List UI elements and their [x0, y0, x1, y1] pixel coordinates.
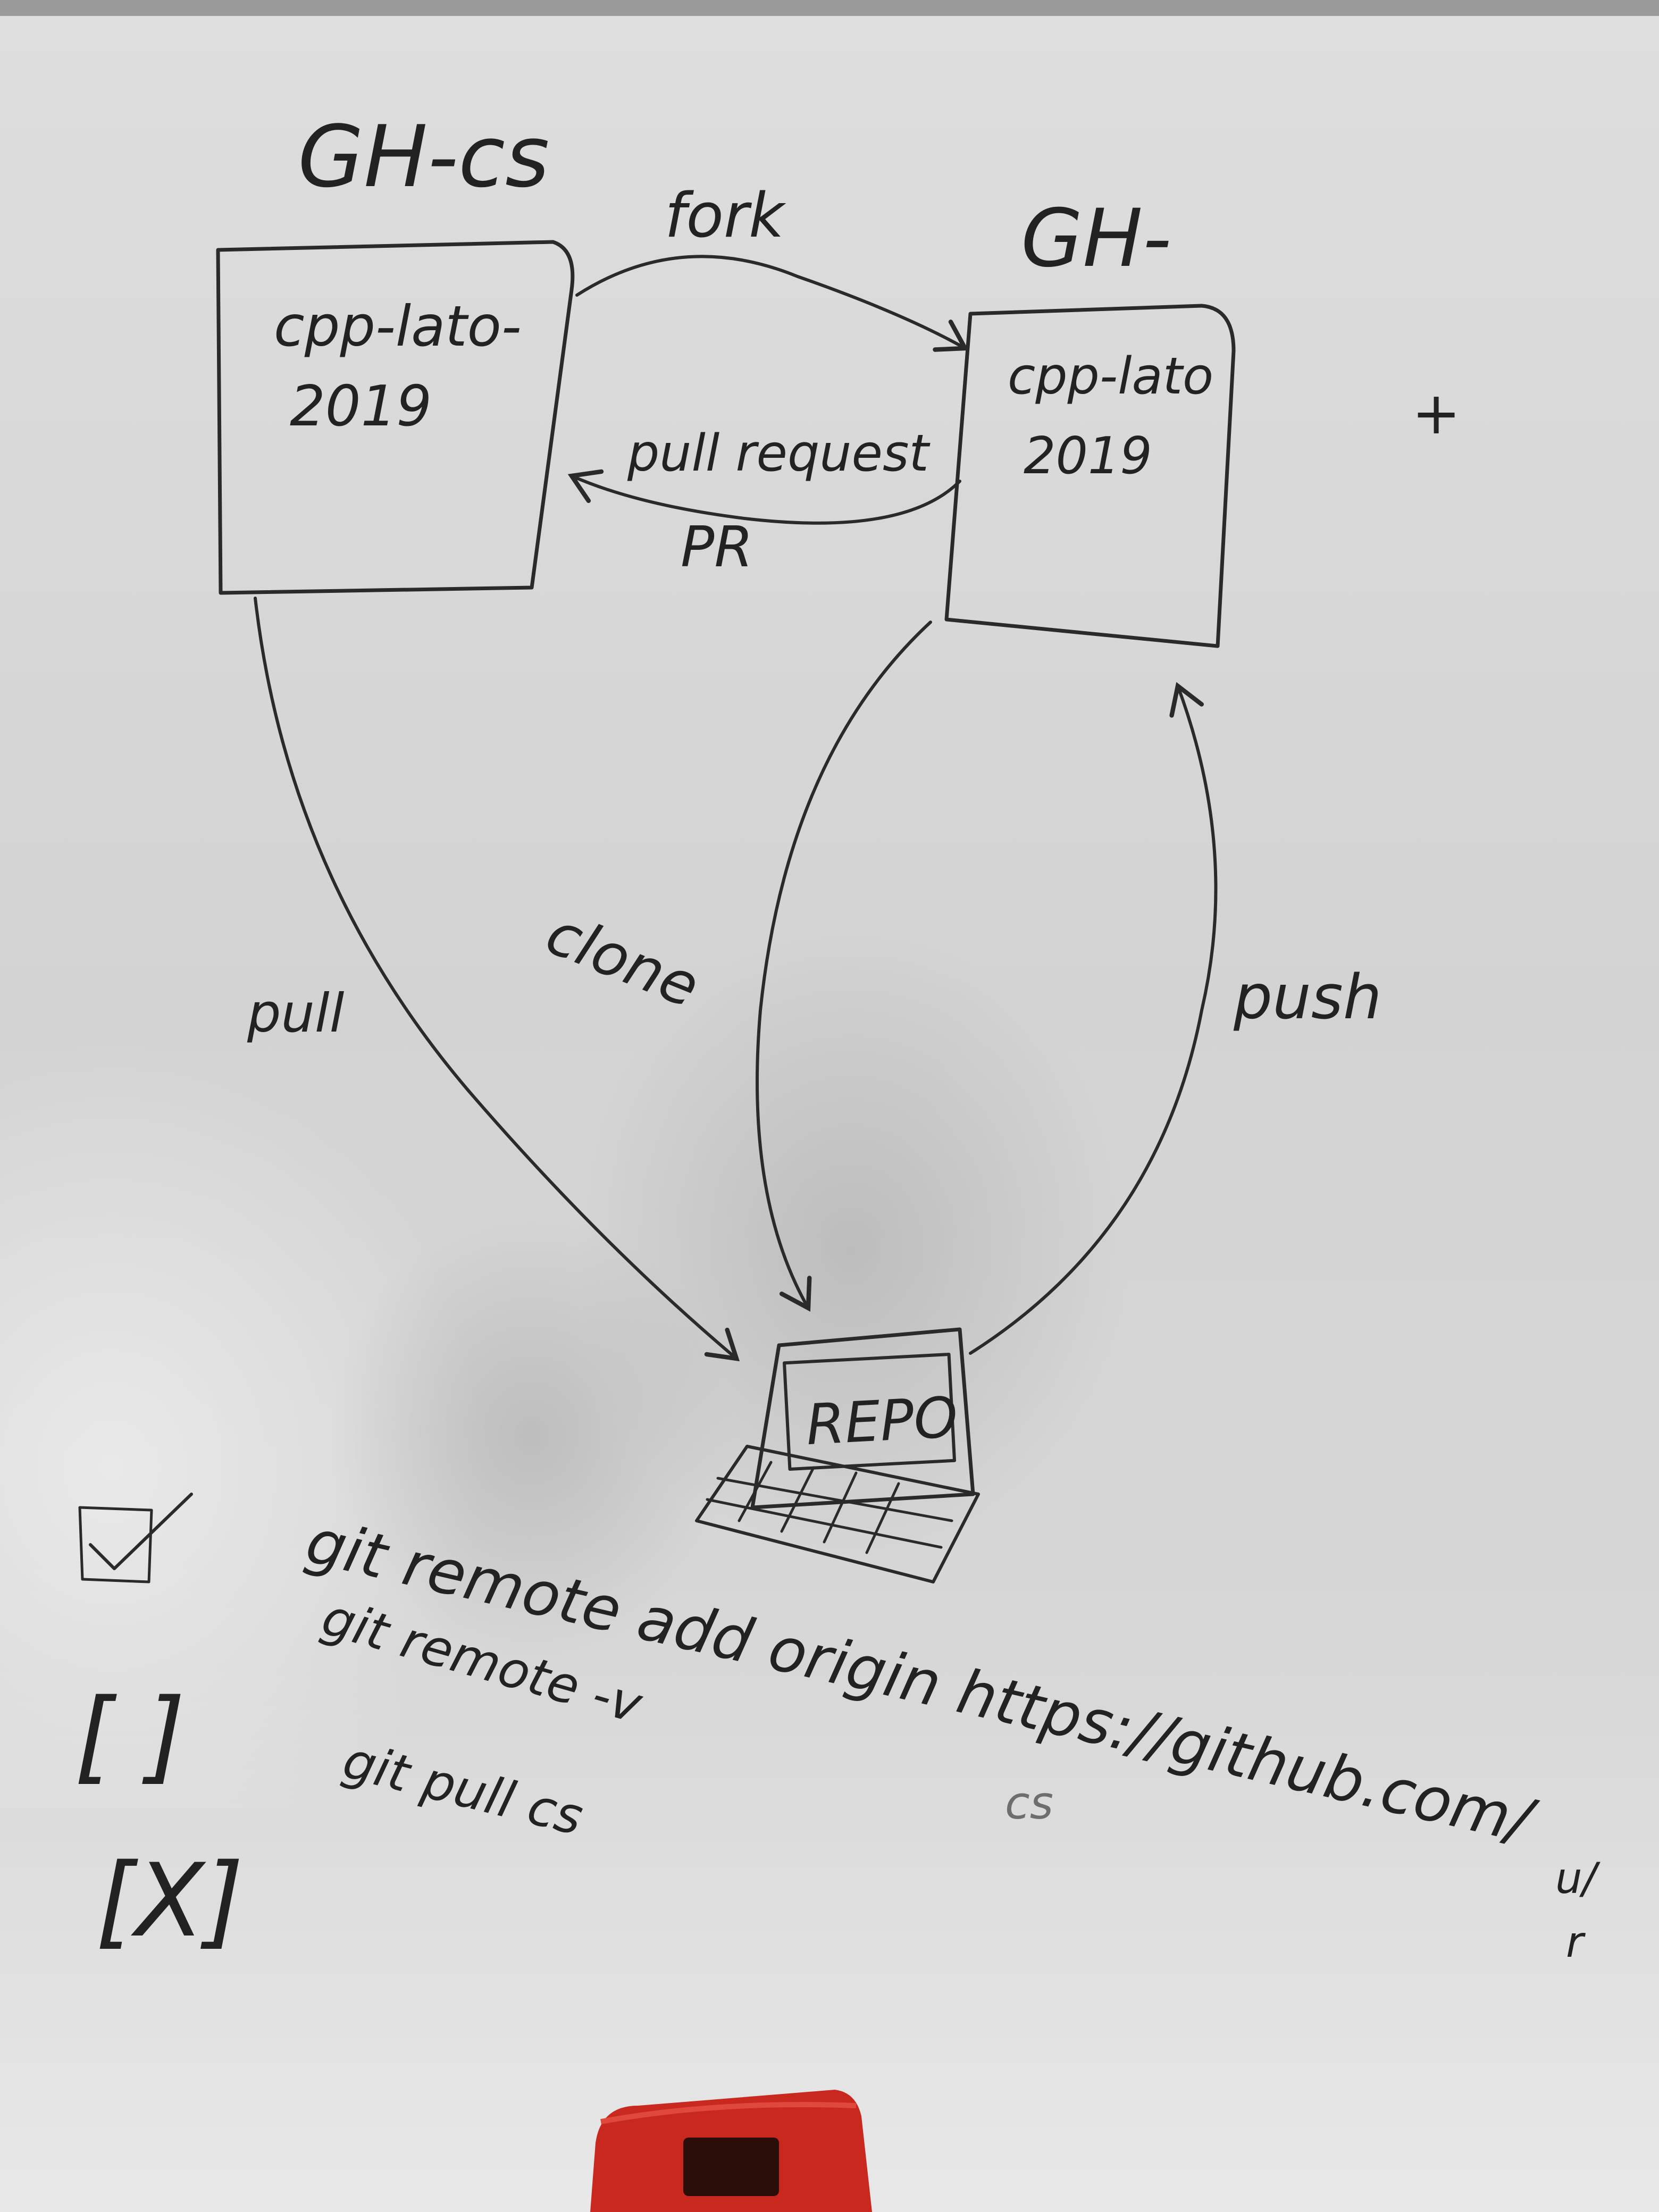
left-owner-heading: GH-cs: [298, 107, 549, 206]
checkbox-checked: [78, 1506, 153, 1583]
faint-note-cs: cs: [1005, 1777, 1053, 1830]
laptop-keys: [706, 1461, 953, 1554]
laptop-label: REPO: [805, 1385, 959, 1457]
checkbox-empty: [ ]: [74, 1677, 186, 1795]
check-mark-icon: [89, 1493, 193, 1570]
reflection-silhouette-2: [330, 1212, 734, 1659]
pull-request-arrow: [567, 469, 961, 525]
right-owner-heading: GH-: [1021, 192, 1171, 285]
pull-request-label: pull request: [627, 424, 931, 483]
fork-arrow: [575, 255, 969, 352]
checkbox-crossed: [X]: [96, 1842, 244, 1959]
right-repo-line-2: 2019: [1024, 427, 1152, 485]
laptop-screen-label-box: [782, 1353, 957, 1471]
pr-label: PR: [681, 515, 753, 580]
left-repo-line-2: 2019: [290, 374, 432, 439]
laptop-keyboard: [695, 1445, 980, 1583]
clone-arrow: [756, 621, 932, 1312]
push-label: push: [1233, 962, 1382, 1033]
faint-note-url-tail-2: r: [1566, 1917, 1586, 1967]
pull-arrow: [254, 597, 740, 1362]
right-repo-line-1: cpp-lato: [1008, 347, 1213, 406]
board-top-frame: [0, 0, 1659, 16]
fork-label: fork: [665, 180, 786, 252]
push-arrow: [969, 682, 1218, 1355]
eraser-slot: [683, 2138, 779, 2196]
right-repo-box: [944, 304, 1236, 648]
left-repo-line-1: cpp-lato-: [274, 294, 522, 359]
left-repo-box: [216, 240, 575, 595]
pull-label: pull: [247, 982, 345, 1044]
eraser-top-edge: [600, 2102, 857, 2124]
faint-note-url-tail-1: u/: [1555, 1854, 1601, 1903]
plus-mark: +: [1412, 379, 1461, 447]
